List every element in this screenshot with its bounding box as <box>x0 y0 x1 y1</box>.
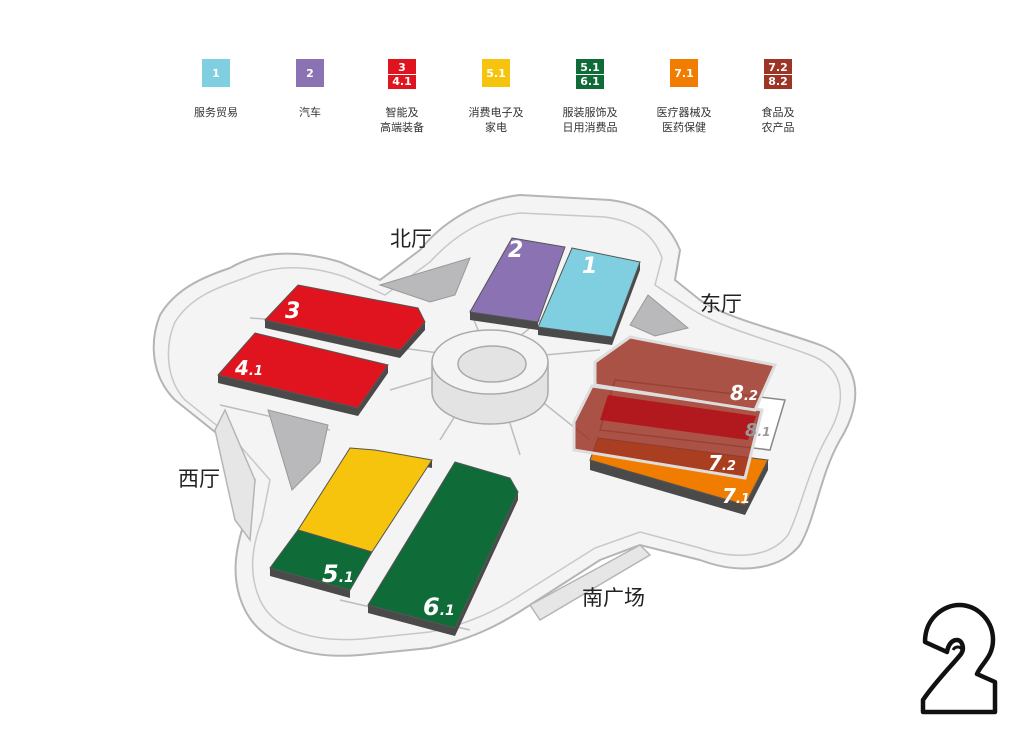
legend-swatch-5: 5.1 <box>482 59 510 87</box>
hall-2[interactable] <box>469 237 566 330</box>
legend-code: 8.2 <box>764 73 792 88</box>
hall-8-2[interactable] <box>593 335 778 412</box>
legend-swatch-1: 1 <box>202 59 230 87</box>
legend-label: 汽车 <box>299 106 321 119</box>
legend-label: 医疗器械及 <box>656 106 712 119</box>
legend-label: 医药保健 <box>662 121 706 134</box>
legend-label: 服装服饰及 <box>562 106 618 119</box>
hall-6-1[interactable] <box>367 461 519 636</box>
legend-label: 智能及 <box>385 106 419 119</box>
hall-4-1[interactable] <box>217 332 389 416</box>
block-label-6-1: 6.1 <box>423 593 455 621</box>
hall-3[interactable] <box>264 284 426 358</box>
south-plaza-label: 南广场 <box>582 586 645 610</box>
legend-code: 5.1 <box>580 60 600 74</box>
block-label-3: 3 <box>285 299 300 324</box>
hall-5-1[interactable] <box>269 447 433 598</box>
legend-label: 农产品 <box>761 121 795 134</box>
west-entrance <box>267 409 329 491</box>
block-label-5-1: 5.1 <box>322 560 354 588</box>
legend-code: 7.2 <box>768 60 788 74</box>
building-base-left <box>214 408 256 543</box>
legend-code: 5.1 <box>486 66 506 80</box>
legend-code: 4.1 <box>388 73 416 88</box>
legend-label: 服务贸易 <box>194 106 238 119</box>
legend-code: 2 <box>306 66 314 80</box>
block-label-7-2: 7.2 <box>708 451 736 475</box>
block-label-2: 2 <box>508 238 523 263</box>
legend-label: 食品及 <box>761 106 795 119</box>
legend-item-consumer-electronics: 5.1 消费电子及家电 <box>446 55 546 135</box>
east-entrance <box>629 294 690 337</box>
north-entrance <box>378 257 471 303</box>
block-label-1: 1 <box>582 254 597 279</box>
north-hall-label: 北厅 <box>390 227 432 251</box>
legend-code: 1 <box>212 66 220 80</box>
legend-label: 消费电子及 <box>468 106 524 119</box>
block-label-8-1: 8.1 <box>745 420 770 441</box>
legend-item-medical: 7.1 医疗器械及医药保健 <box>634 55 734 135</box>
legend-label: 高端装备 <box>380 121 424 134</box>
legend-item-auto: 2 汽车 <box>260 55 360 120</box>
legend-item-service-trade: 1 服务贸易 <box>166 55 266 120</box>
block-label-4-1: 4.1 <box>234 356 263 380</box>
legend-label: 家电 <box>485 121 507 134</box>
block-label-8-2: 8.2 <box>730 381 758 405</box>
legend-code: 6.1 <box>576 73 604 88</box>
building-inner-outline <box>167 212 842 641</box>
legend-code: 7.1 <box>674 66 694 80</box>
block-label-7-1: 7.1 <box>722 484 750 508</box>
legend-swatch-2: 2 <box>296 59 324 87</box>
legend-label: 日用消费品 <box>562 121 618 134</box>
hall-1[interactable] <box>537 247 641 345</box>
west-hall-label: 西厅 <box>178 467 220 491</box>
legend-swatch-7: 7.1 <box>670 59 698 87</box>
central-rotunda <box>431 329 549 425</box>
logo-2-icon <box>920 602 998 715</box>
east-hall-label: 东厅 <box>700 292 742 316</box>
building-base-south <box>528 544 652 622</box>
legend-code: 3 <box>398 60 406 74</box>
